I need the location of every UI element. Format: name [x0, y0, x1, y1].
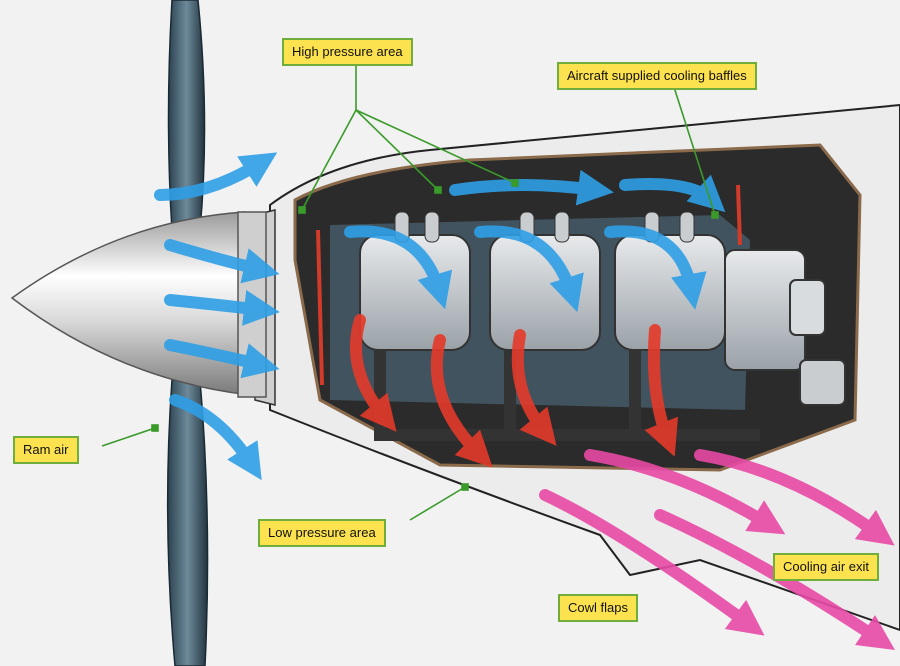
- engine-cylinders: [359, 211, 760, 441]
- callout-ram-air: Ram air: [13, 436, 79, 464]
- engine-accessory-case: [724, 249, 846, 406]
- callout-cooling-baffles: Aircraft supplied cooling baffles: [557, 62, 757, 90]
- exit-air-arrows: [539, 449, 895, 650]
- heated-air-arrows: [349, 314, 679, 468]
- callout-cowl-flaps: Cowl flaps: [558, 594, 638, 622]
- callout-high-pressure-area: High pressure area: [282, 38, 413, 66]
- cooling-baffles: [316, 184, 742, 386]
- callout-leader-lines: [101, 58, 719, 521]
- callout-low-pressure-area: Low pressure area: [258, 519, 386, 547]
- callout-cooling-air-exit: Cooling air exit: [773, 553, 879, 581]
- propeller: [166, 0, 209, 666]
- cool-air-arrows: [154, 152, 726, 481]
